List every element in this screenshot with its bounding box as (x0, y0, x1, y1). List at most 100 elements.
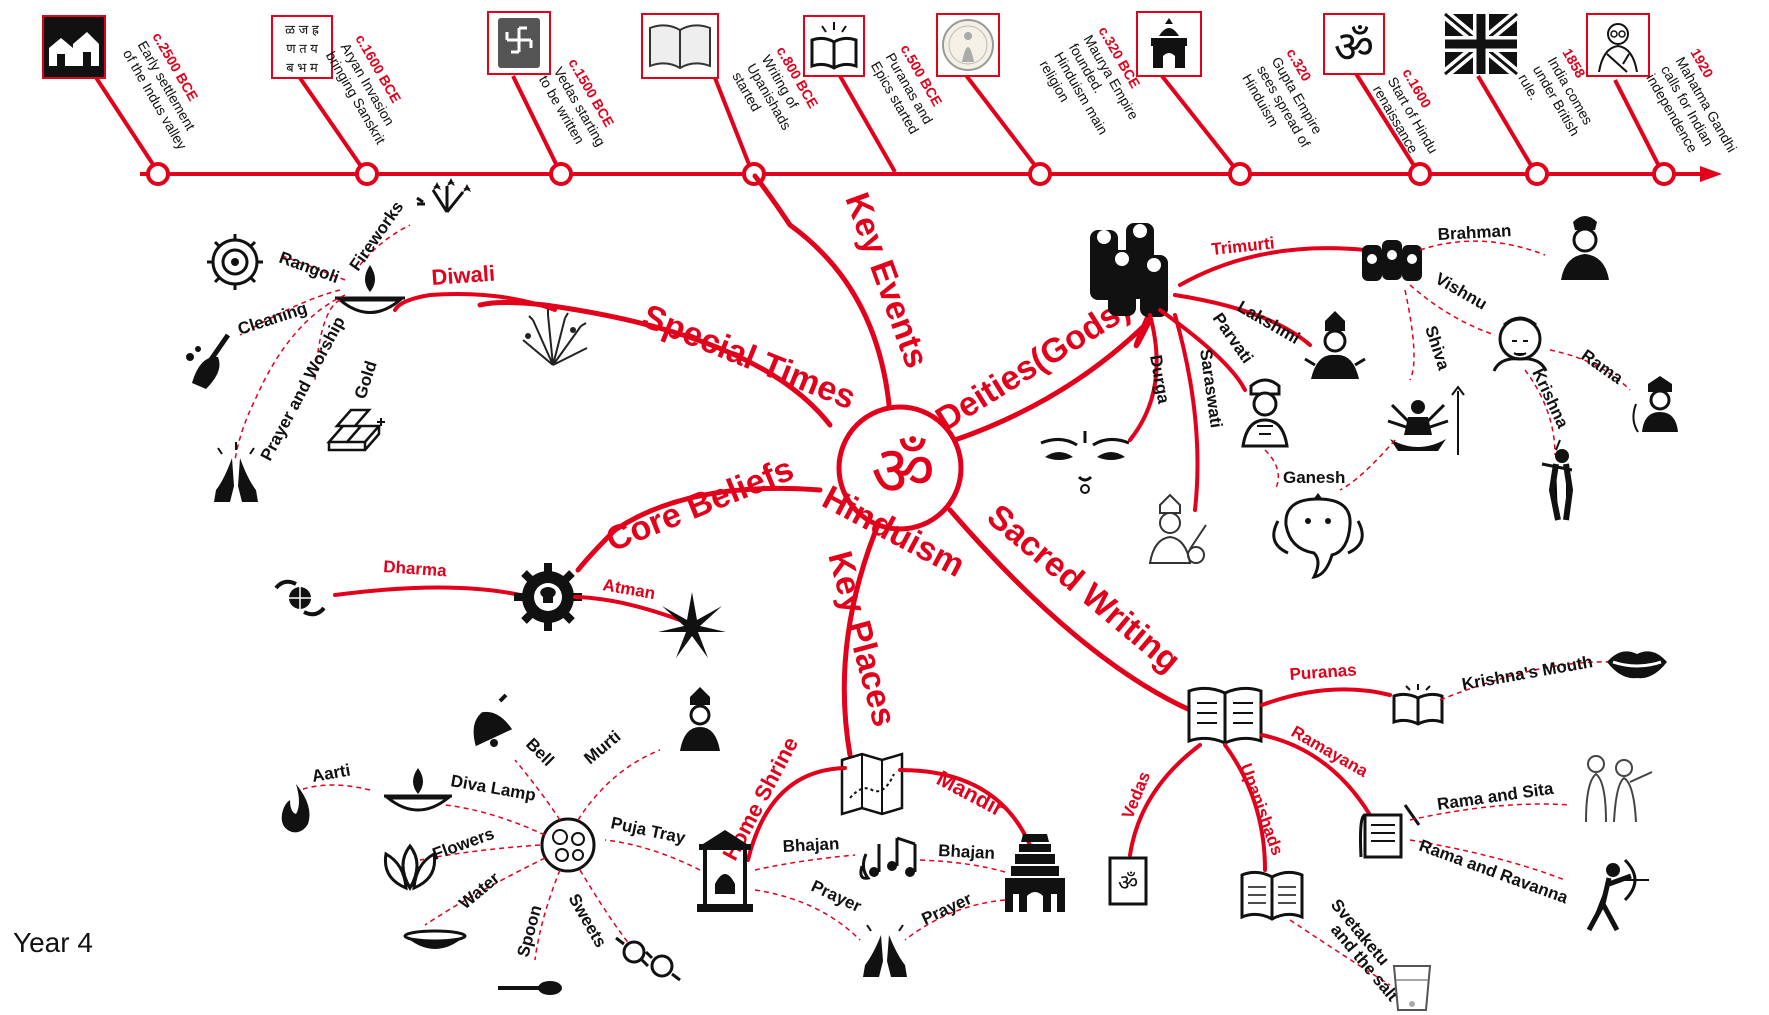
trimurti-icon (1362, 240, 1422, 281)
water-bowl-icon (403, 929, 467, 949)
brahman-label: Brahman (1437, 221, 1512, 244)
lips-icon (1607, 651, 1667, 679)
lotus-icon (383, 843, 437, 891)
om-symbol: ॐ (871, 430, 935, 512)
diva-lamp-label: Diva Lamp (449, 771, 537, 805)
key-places-group: Home Shrine Mandir Bhajan Bhajan Prayer … (281, 687, 1065, 995)
music-notes-icon (859, 836, 917, 880)
book-icon (1187, 686, 1263, 745)
timeline-node (1652, 162, 1676, 186)
rama-label: Rama (1578, 346, 1627, 388)
deities-icon (1090, 223, 1168, 317)
shrine-icon (697, 830, 753, 912)
timeline-node (1028, 162, 1052, 186)
timeline-node (1228, 162, 1252, 186)
script-row-2: ण त य (286, 41, 318, 56)
branch-key-places: Key Places (820, 547, 903, 730)
lakshmi-icon (1304, 311, 1366, 379)
timeline-node (549, 162, 573, 186)
ramayana-label: Ramayana (1288, 722, 1372, 781)
parvati-icon (1241, 378, 1289, 448)
map-icon (840, 752, 904, 816)
fireworks-icon (522, 309, 588, 366)
brahman-icon (1561, 216, 1609, 280)
gandhi-icon (1586, 13, 1650, 77)
bhajan-left-label: Bhajan (782, 834, 840, 856)
diwali-label: Diwali (431, 261, 496, 290)
rama-icon (1632, 376, 1678, 433)
hands-globe-icon (274, 579, 326, 617)
om-glyph-small: ॐ (1334, 23, 1374, 72)
krishna-icon (1541, 439, 1574, 521)
cleaning-label: Cleaning (235, 299, 309, 339)
dharma-label: Dharma (383, 557, 448, 580)
deities-group: Trimurti Brahman Vishnu Rama (1040, 216, 1678, 579)
vishnu-label: Vishnu (1432, 269, 1490, 314)
union-flag-icon (1441, 10, 1521, 78)
archer-icon (1586, 858, 1649, 932)
timeline: ळ ज ह्र ण त य ब भ म (42, 10, 1740, 186)
branch-deities: Deities(Gods) (929, 289, 1137, 438)
houses-icon (42, 15, 106, 79)
praying-hands-icon (214, 442, 258, 502)
bell-label: Bell (522, 734, 557, 769)
prayer-left-label: Prayer (808, 876, 864, 916)
spoon-icon (498, 981, 562, 995)
mandir-icon (1005, 834, 1065, 912)
ganesh-label: Ganesh (1283, 468, 1345, 487)
fireworks-icon (416, 178, 471, 213)
rangoli-label: Rangoli (277, 248, 342, 287)
coin-icon (936, 13, 1000, 77)
reading-icon (803, 15, 865, 77)
prayer-right-label: Prayer (919, 889, 975, 929)
mandir-label: Mandir (933, 765, 1009, 821)
script-row-1: ळ ज ह्र (285, 22, 320, 37)
timeline-node (146, 162, 170, 186)
ganesh-icon (1272, 493, 1364, 579)
om-icon: ॐ (1323, 13, 1385, 75)
sweets-label: Sweets (565, 891, 611, 951)
book-icon (1392, 684, 1444, 726)
salt-glass-icon (1392, 965, 1432, 1011)
atman-star-icon (658, 592, 726, 658)
script-row-3: ब भ म (286, 60, 318, 75)
durga-icon (1040, 431, 1130, 494)
timeline-node (1525, 162, 1549, 186)
sacred-writing-group: Puranas Krishna's Mouth Ramayana Rama an… (1108, 651, 1667, 1011)
branch-special-times: Special Times (637, 297, 861, 417)
aarti-label: Aarti (310, 761, 351, 786)
gold-bars-icon (326, 408, 385, 452)
rama-ravanna-label: Rama and Ravanna (1417, 836, 1571, 908)
rama-sita-label: Rama and Sita (1436, 779, 1555, 814)
vedas-label: Vedas (1118, 769, 1154, 822)
vedas-book-icon: ॐ (1108, 856, 1148, 906)
puja-tray-icon (540, 817, 596, 873)
book-icon (1240, 870, 1304, 921)
sweets-icon (615, 936, 681, 982)
special-times-group: Diwali (186, 178, 588, 502)
scroll-icon (1359, 804, 1421, 859)
murti-icon (680, 687, 720, 751)
shiva-icon (1387, 385, 1465, 455)
script-icon: ळ ज ह्र ण त य ब भ म (271, 15, 333, 79)
vedas-om-glyph: ॐ (1118, 870, 1138, 895)
flowers-label: Flowers (430, 824, 497, 864)
flame-icon (281, 784, 310, 833)
bhajan-right-label: Bhajan (938, 841, 996, 863)
krishnas-mouth-label: Krishna's Mouth (1460, 652, 1594, 694)
branch-sacred-writing: Sacred Writing (980, 497, 1188, 680)
broom-icon (186, 333, 231, 389)
saraswati-icon (1148, 493, 1207, 564)
swastika-book-icon (487, 11, 551, 75)
timeline-node (1408, 162, 1432, 186)
shiva-label: Shiva (1421, 323, 1453, 373)
gold-label: Gold (351, 359, 381, 402)
lamp-icon (383, 768, 453, 812)
murti-label: Murti (580, 727, 624, 768)
temple-icon (1136, 11, 1202, 77)
dharma-gear-icon (514, 563, 582, 631)
diya-icon (335, 265, 405, 314)
core-beliefs-group: Dharma Atman (274, 557, 726, 658)
branch-core-beliefs: Core Beliefs (601, 450, 799, 560)
